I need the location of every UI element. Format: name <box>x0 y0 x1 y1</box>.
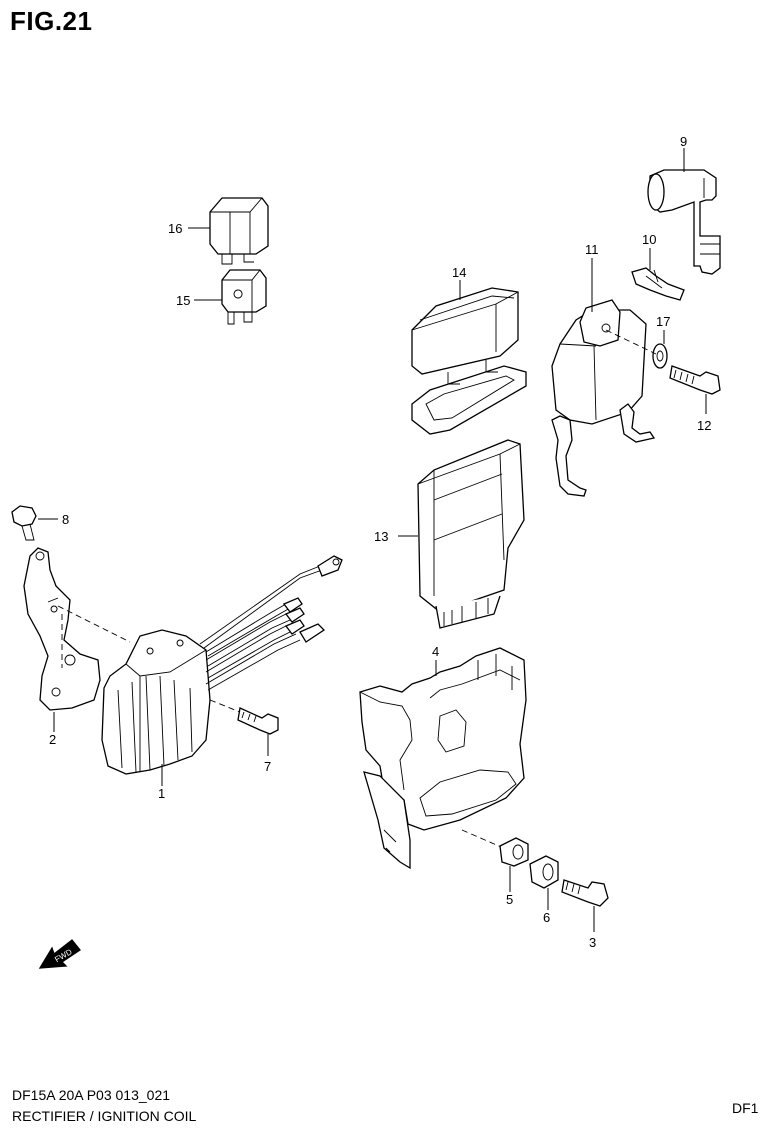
diagram-caption: RECTIFIER / IGNITION COIL <box>12 1108 197 1124</box>
callout-3: 3 <box>589 935 596 950</box>
callout-1: 1 <box>158 786 165 801</box>
holder-4-drawing <box>359 647 527 870</box>
rectifier-1-drawing <box>101 629 211 775</box>
grommet-5-drawing <box>499 837 529 867</box>
callout-15: 15 <box>176 293 190 308</box>
bolt-8-drawing <box>11 505 37 541</box>
callout-17: 17 <box>656 314 670 329</box>
rectifier-wires-drawing <box>199 555 343 691</box>
washer-17-drawing <box>652 343 668 369</box>
callout-14: 14 <box>452 265 466 280</box>
callout-11: 11 <box>585 242 599 257</box>
cover-14-drawing <box>411 287 527 435</box>
callout-2: 2 <box>49 732 56 747</box>
ignition-coil-11-drawing <box>551 299 656 497</box>
clamp-10-drawing <box>631 267 685 301</box>
bolt-12-drawing <box>669 365 721 395</box>
fwd-arrow-icon: FWD <box>38 939 81 969</box>
callout-7: 7 <box>264 759 271 774</box>
bolt-3-drawing <box>561 879 609 907</box>
plug-cap-9-drawing <box>647 169 721 275</box>
callout-8: 8 <box>62 512 69 527</box>
callout-4: 4 <box>432 644 439 659</box>
figure-title: FIG.21 <box>10 6 93 36</box>
bolt-7-drawing <box>237 707 279 735</box>
relay-16-drawing <box>209 197 269 265</box>
footer-right-fragment: DF1 <box>732 1100 759 1116</box>
collar-6-drawing <box>529 855 559 889</box>
callout-9: 9 <box>680 134 687 149</box>
callout-5: 5 <box>506 892 513 907</box>
callout-13: 13 <box>374 529 388 544</box>
callout-6: 6 <box>543 910 550 925</box>
diagram-code: DF15A 20A P03 013_021 <box>12 1087 171 1103</box>
callout-10: 10 <box>642 232 656 247</box>
callout-16: 16 <box>168 221 182 236</box>
callout-12: 12 <box>697 418 711 433</box>
ecu-13-drawing <box>417 439 525 629</box>
relay-15-drawing <box>221 269 267 325</box>
